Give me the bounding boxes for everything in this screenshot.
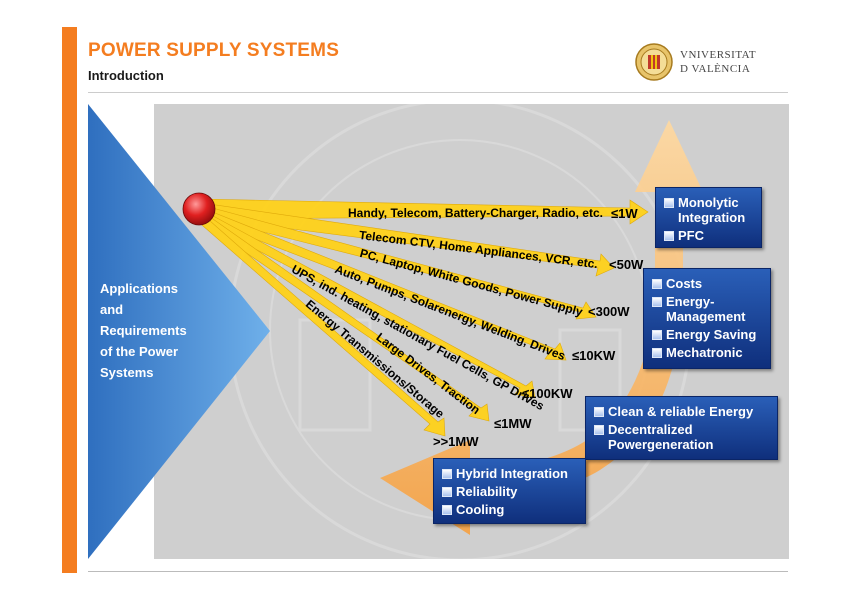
triangle-label-line: Applications: [100, 278, 210, 299]
box-item: Energy-Management: [650, 294, 764, 324]
requirements-box-hybrid: Hybrid Integration Reliability Cooling: [433, 458, 586, 524]
triangle-label-line: and: [100, 299, 210, 320]
triangle-label: Applications and Requirements of the Pow…: [100, 278, 210, 383]
power-label: ≤10KW: [572, 348, 615, 363]
power-label: <300W: [588, 304, 630, 319]
power-label: >>1MW: [433, 434, 479, 449]
triangle-label-line: Systems: [100, 362, 210, 383]
box-item: Clean & reliable Energy: [592, 404, 771, 419]
box-item: Decentralized Powergeneration: [592, 422, 758, 452]
arrow-label: Handy, Telecom, Battery-Charger, Radio, …: [348, 206, 603, 220]
power-label: <50W: [609, 257, 643, 272]
box-item: Mechatronic: [650, 345, 764, 360]
red-sphere-icon: [183, 193, 215, 225]
power-label: ≤1W: [611, 206, 638, 221]
triangle-label-line: of the Power: [100, 341, 210, 362]
box-item: Reliability: [440, 484, 579, 499]
box-item: Hybrid Integration: [440, 466, 579, 481]
requirements-box-costs: Costs Energy-Management Energy Saving Me…: [643, 268, 771, 369]
box-item: Cooling: [440, 502, 579, 517]
box-item: Energy Saving: [650, 327, 764, 342]
footer-divider: [88, 571, 788, 572]
box-item: Costs: [650, 276, 764, 291]
requirements-box-energy: Clean & reliable Energy Decentralized Po…: [585, 396, 778, 460]
box-item: Monolytic Integration: [662, 195, 755, 225]
power-label: ≤1MW: [494, 416, 531, 431]
requirements-box-integration: Monolytic Integration PFC: [655, 187, 762, 248]
triangle-label-line: Requirements: [100, 320, 210, 341]
power-label: ≤100KW: [522, 386, 572, 401]
box-item: PFC: [662, 228, 755, 243]
